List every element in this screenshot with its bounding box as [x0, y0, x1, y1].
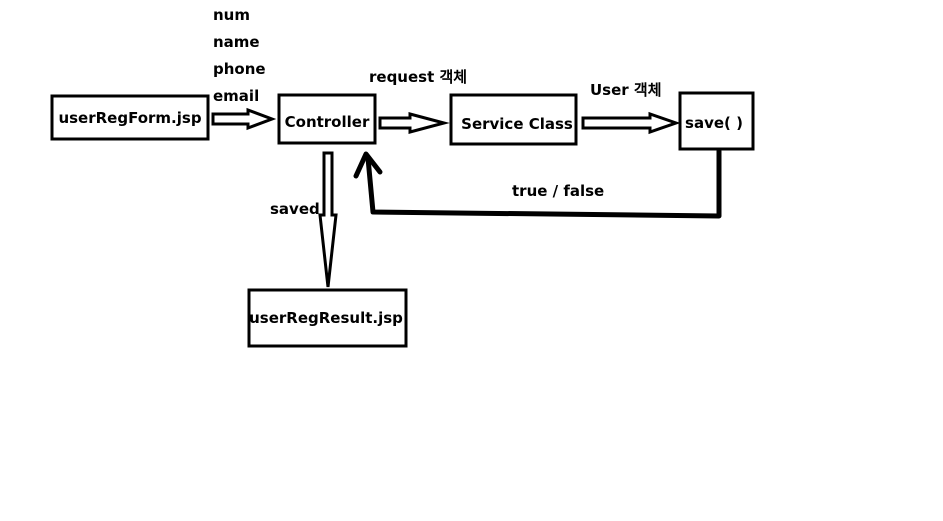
param-name: name	[213, 33, 260, 51]
node-userregform: userRegForm.jsp	[50, 94, 210, 141]
node-save-label: save( )	[685, 114, 743, 132]
param-phone: phone	[213, 60, 266, 78]
arrow-form-to-controller	[211, 107, 277, 131]
return-line-save-to-controller	[365, 148, 722, 219]
param-email: email	[213, 87, 259, 105]
node-service-class: Service Class	[449, 93, 578, 146]
node-userregresult: userRegResult.jsp	[247, 288, 408, 348]
arrow-controller-to-service	[378, 112, 450, 134]
node-controller: Controller	[277, 93, 377, 145]
label-saved: saved	[270, 200, 320, 218]
label-true-false: true / false	[512, 182, 604, 200]
label-user-object: User 객체	[590, 81, 662, 99]
arrow-service-to-save	[581, 111, 681, 135]
arrow-controller-to-result	[318, 151, 338, 288]
return-arrowhead	[353, 151, 383, 179]
label-request-object: request 객체	[369, 68, 467, 86]
node-controller-label: Controller	[285, 113, 370, 131]
node-save: save( )	[678, 91, 755, 151]
node-userregresult-label: userRegResult.jsp	[249, 309, 403, 327]
node-userregform-label: userRegForm.jsp	[58, 109, 201, 127]
node-service-class-label: Service Class	[461, 115, 573, 133]
param-num: num	[213, 6, 250, 24]
